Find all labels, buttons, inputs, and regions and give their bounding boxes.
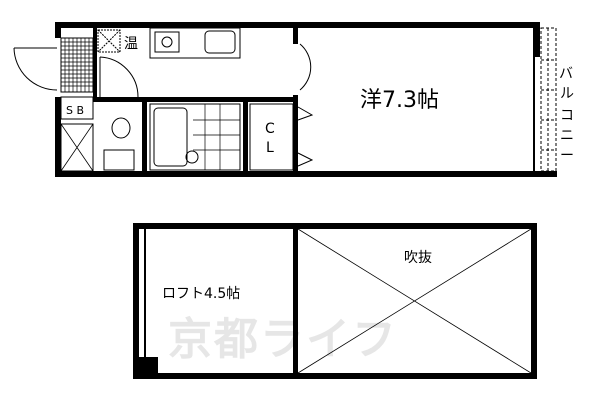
washing-machine-space (97, 29, 121, 53)
sink (204, 30, 236, 54)
balcony-char: ー (560, 148, 574, 164)
storage (60, 123, 94, 172)
void-label: 吹抜 (404, 250, 432, 266)
wall-room-top (293, 22, 298, 44)
ladder-rail (144, 229, 146, 359)
entrance-door-swing (13, 47, 58, 91)
balcony-char: バ (559, 66, 573, 82)
closet-label: L (266, 140, 274, 156)
bathroom (149, 103, 241, 171)
closet-label: C (265, 121, 275, 137)
loft-label: ロフト4.5帖 (162, 286, 240, 302)
room-door-swing (299, 43, 312, 91)
storage-cross (60, 123, 94, 172)
toilet-icon (111, 117, 131, 139)
toilet-tank (103, 149, 135, 171)
loft-divider (293, 226, 298, 376)
void-cross (297, 228, 532, 374)
stove (154, 31, 180, 53)
bathtub-icon (153, 107, 188, 167)
closet-doors (297, 106, 314, 167)
room-label: 洋7.3帖 (360, 88, 439, 113)
washing-cross (97, 29, 121, 53)
washbasin-icon (185, 150, 199, 164)
wall-left-top (55, 22, 61, 38)
balcony-char: ル (560, 86, 574, 102)
main-floor: バ ル コ ニ ー S B 温 (13, 22, 574, 177)
balcony-label: バ ル コ ニ ー (559, 66, 574, 164)
inner-door-swing (99, 56, 139, 98)
entrance-tiles (60, 37, 94, 93)
wall-toilet (142, 102, 147, 172)
watermark: 京都ライフ (168, 314, 398, 365)
balcony-char: コ (560, 108, 574, 124)
water-heater-label: 温 (124, 36, 138, 52)
wall-right-line (533, 57, 535, 173)
loft-floor: ロフト4.5帖 吹抜 (133, 223, 537, 379)
loft-outline (133, 223, 537, 379)
wall-entrance (93, 28, 97, 98)
wall-corridor (93, 97, 295, 102)
bath-tiles (193, 104, 240, 170)
loft-corner (136, 357, 158, 376)
wall-bottom (55, 171, 557, 177)
balcony-char: ニ (560, 128, 574, 144)
balcony (540, 27, 557, 172)
shoe-box (60, 96, 94, 120)
kitchen-counter (149, 27, 241, 59)
wall-left-bottom (55, 97, 61, 177)
closet (249, 103, 294, 171)
burner-icon (161, 36, 173, 48)
wall-room-bottom (293, 95, 298, 177)
wall-bath (243, 102, 248, 172)
shoe-box-label: S B (66, 104, 84, 117)
wall-right (533, 22, 540, 57)
